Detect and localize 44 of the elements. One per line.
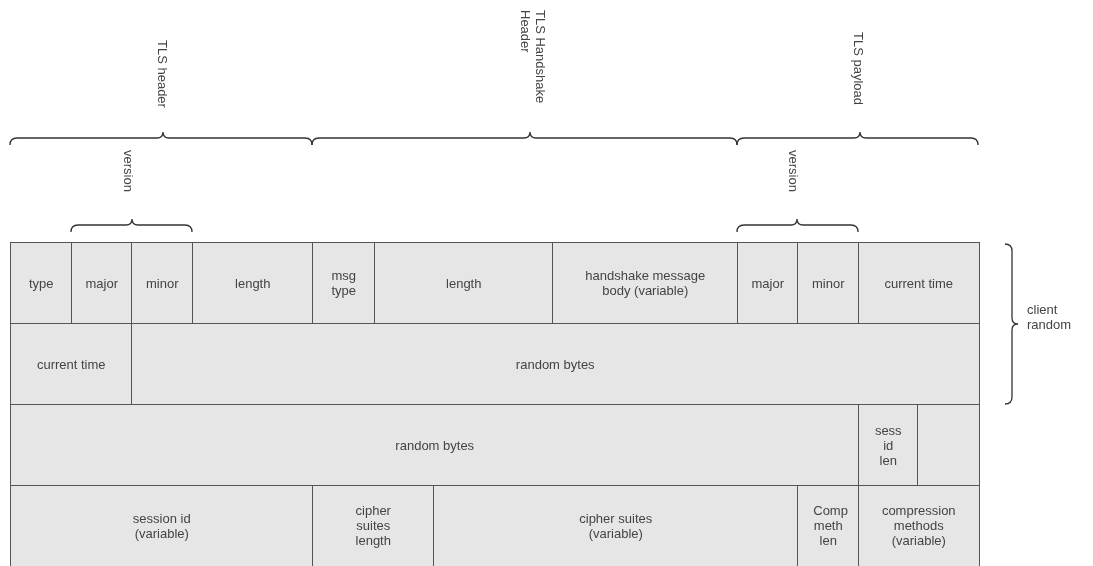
field-label: handshake message body (variable) bbox=[584, 268, 707, 299]
field-box bbox=[192, 242, 314, 325]
brace-label: TLS header bbox=[155, 40, 170, 108]
field-label: sess id len bbox=[873, 422, 903, 468]
field-box bbox=[858, 242, 980, 325]
field-box bbox=[858, 485, 980, 566]
field-label: minor bbox=[812, 275, 845, 291]
field-box bbox=[312, 485, 435, 566]
brace-label: TLS payload bbox=[851, 32, 866, 105]
field-box bbox=[433, 485, 799, 566]
empty-field-box bbox=[917, 404, 980, 487]
field-label: length bbox=[446, 275, 482, 291]
field-box bbox=[10, 323, 133, 406]
field-box bbox=[858, 404, 919, 487]
field-label: cipher suites length bbox=[354, 503, 392, 549]
field-box bbox=[374, 242, 554, 325]
field-box bbox=[10, 404, 860, 487]
field-box bbox=[10, 242, 73, 325]
brace-label: version bbox=[121, 150, 136, 192]
field-label: session id (variable) bbox=[131, 510, 192, 541]
field-box bbox=[131, 323, 980, 406]
field-label: current time bbox=[884, 275, 954, 291]
field-label: major bbox=[85, 275, 118, 291]
field-box bbox=[131, 242, 194, 325]
field-box bbox=[797, 242, 860, 325]
field-label: length bbox=[235, 275, 271, 291]
field-label: compression methods (variable) bbox=[880, 503, 957, 549]
field-label: current time bbox=[36, 356, 106, 372]
brace-label: version bbox=[786, 150, 801, 192]
field-box bbox=[71, 242, 133, 325]
field-label: random bytes bbox=[395, 437, 475, 453]
field-box bbox=[312, 242, 376, 325]
field-label: msg type bbox=[330, 268, 358, 299]
field-box bbox=[552, 242, 739, 325]
brace-label: TLS Handshake Header bbox=[518, 10, 548, 106]
field-label: cipher suites (variable) bbox=[578, 510, 654, 541]
field-label: random bytes bbox=[515, 356, 595, 372]
field-box bbox=[737, 242, 799, 325]
field-box bbox=[10, 485, 314, 566]
field-label: type bbox=[28, 275, 54, 291]
field-box bbox=[797, 485, 860, 566]
field-label: minor bbox=[146, 275, 179, 291]
field-label: major bbox=[751, 275, 784, 291]
brace-label: client random bbox=[1027, 302, 1073, 332]
